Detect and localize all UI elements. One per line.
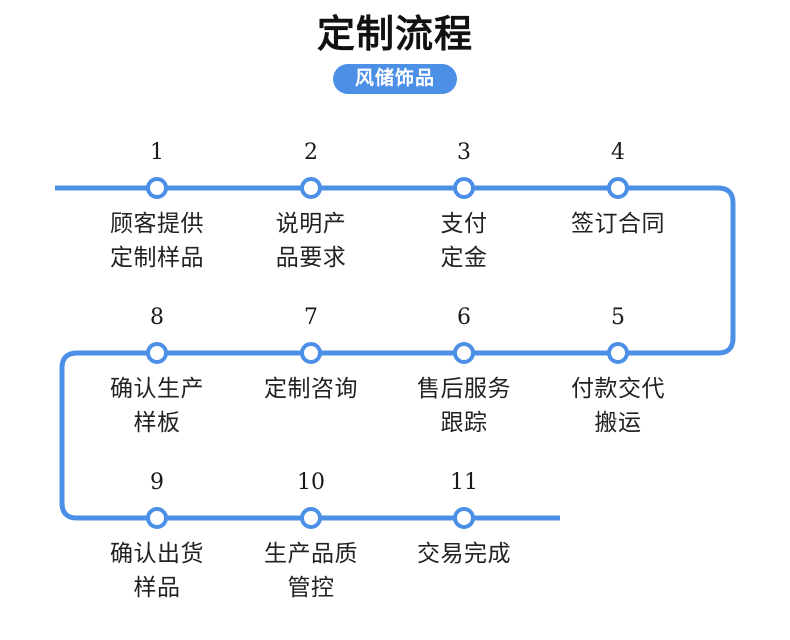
step-label: 确认生产 样板 xyxy=(110,375,204,435)
step-number: 2 xyxy=(304,140,318,165)
step-node-circle-icon[interactable] xyxy=(146,177,168,199)
step-node-circle-icon[interactable] xyxy=(300,342,322,364)
page-title: 定制流程 xyxy=(316,14,473,56)
step-label: 确认出货 样品 xyxy=(110,540,204,600)
flow-step-1[interactable]: 1 顾客提供 定制样品 xyxy=(110,140,204,270)
flow-step-11[interactable]: 11 交易完成 xyxy=(417,470,511,566)
step-node-circle-icon[interactable] xyxy=(146,507,168,529)
step-number: 10 xyxy=(297,470,325,495)
flow-step-4[interactable]: 4 签订合同 xyxy=(571,140,665,236)
step-node-circle-icon[interactable] xyxy=(607,177,629,199)
step-node-circle-icon[interactable] xyxy=(453,177,475,199)
step-number: 3 xyxy=(457,140,471,165)
step-label: 交易完成 xyxy=(417,540,511,566)
step-number: 5 xyxy=(611,305,625,330)
step-label: 说明产 品要求 xyxy=(275,210,347,270)
step-node-circle-icon[interactable] xyxy=(300,177,322,199)
step-node-circle-icon[interactable] xyxy=(607,342,629,364)
step-number: 7 xyxy=(304,305,318,330)
flow-step-9[interactable]: 9 确认出货 样品 xyxy=(110,470,204,600)
flow-step-8[interactable]: 8 确认生产 样板 xyxy=(110,305,204,435)
step-label: 售后服务 跟踪 xyxy=(417,375,511,435)
step-number: 11 xyxy=(450,470,478,495)
step-node-circle-icon[interactable] xyxy=(300,507,322,529)
flow-step-7[interactable]: 7 定制咨询 xyxy=(264,305,358,401)
step-node-circle-icon[interactable] xyxy=(453,507,475,529)
brand-badge: 风储饰品 xyxy=(332,64,457,94)
brand-badge-container: 风储饰品 xyxy=(0,64,790,94)
step-label: 定制咨询 xyxy=(264,375,358,401)
flow-step-3[interactable]: 3 支付 定金 xyxy=(441,140,488,270)
step-node-circle-icon[interactable] xyxy=(146,342,168,364)
step-number: 9 xyxy=(150,470,164,495)
step-number: 6 xyxy=(457,305,471,330)
step-label: 生产品质 管控 xyxy=(264,540,358,600)
step-label: 顾客提供 定制样品 xyxy=(110,210,204,270)
flow-step-5[interactable]: 5 付款交代 搬运 xyxy=(571,305,665,435)
step-label: 支付 定金 xyxy=(440,210,488,270)
flow-step-10[interactable]: 10 生产品质 管控 xyxy=(264,470,358,600)
step-number: 4 xyxy=(611,140,625,165)
step-number: 1 xyxy=(150,140,164,165)
step-number: 8 xyxy=(150,305,164,330)
flow-step-2[interactable]: 2 说明产 品要求 xyxy=(276,140,346,270)
flow-step-6[interactable]: 6 售后服务 跟踪 xyxy=(417,305,511,435)
step-label: 付款交代 搬运 xyxy=(571,375,665,435)
step-node-circle-icon[interactable] xyxy=(453,342,475,364)
step-label: 签订合同 xyxy=(571,210,665,236)
